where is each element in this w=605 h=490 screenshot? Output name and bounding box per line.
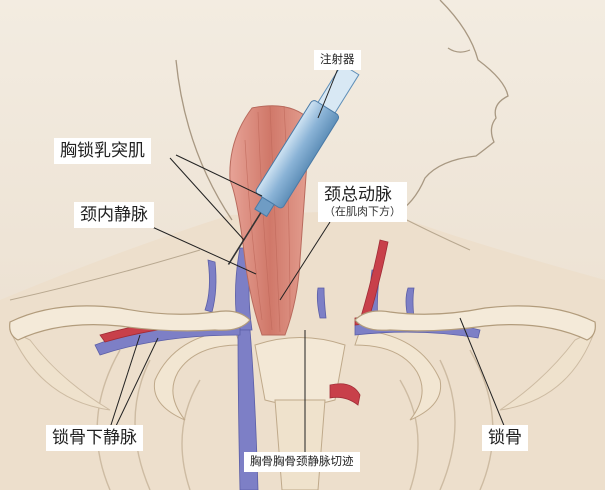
first-rib-left	[153, 329, 241, 421]
label-common-carotid-artery: 颈总动脉 （在肌肉下方）	[318, 182, 407, 222]
muscle-fibers	[244, 105, 291, 333]
sternum-body	[274, 399, 326, 490]
leader-syringe	[317, 65, 340, 119]
aortic-arch	[329, 383, 361, 406]
label-sternocleidomastoid: 胸锁乳突肌	[54, 138, 151, 165]
label-syringe: 注射器	[314, 50, 361, 70]
shoulder-line-left	[9, 249, 201, 301]
scapula-left	[9, 328, 111, 411]
leader-scm-1	[169, 157, 245, 241]
syringe-needle	[227, 212, 262, 265]
leader-cca	[279, 221, 331, 301]
label-internal-jugular-vein: 颈内静脉	[74, 202, 154, 229]
face-outline	[394, 0, 509, 215]
clavicle-right	[354, 305, 596, 341]
scapula-right	[499, 328, 596, 411]
neck-outline-left	[175, 59, 233, 221]
brachiocephalic-vein-left	[237, 329, 259, 490]
leader-ijv	[149, 225, 257, 275]
label-cca-note: （在肌肉下方）	[324, 205, 401, 219]
label-cca-title: 颈总动脉	[324, 185, 392, 205]
small-vein-right	[316, 287, 327, 319]
leader-clavicle	[459, 317, 506, 429]
leader-scm-2	[175, 154, 263, 197]
label-jugular-notch: 胸骨胸骨颈静脉切迹	[244, 452, 360, 472]
leader-subclavian-1	[109, 334, 141, 429]
eye	[447, 47, 471, 53]
label-subclavian-vein: 锁骨下静脉	[46, 425, 143, 452]
label-clavicle: 锁骨	[482, 425, 528, 452]
ribcage	[96, 349, 494, 490]
clavicle-left	[9, 305, 251, 341]
leader-lines	[109, 65, 506, 455]
syringe-icon	[227, 63, 360, 265]
first-rib-right	[354, 329, 442, 421]
leader-subclavian-2	[114, 337, 159, 429]
